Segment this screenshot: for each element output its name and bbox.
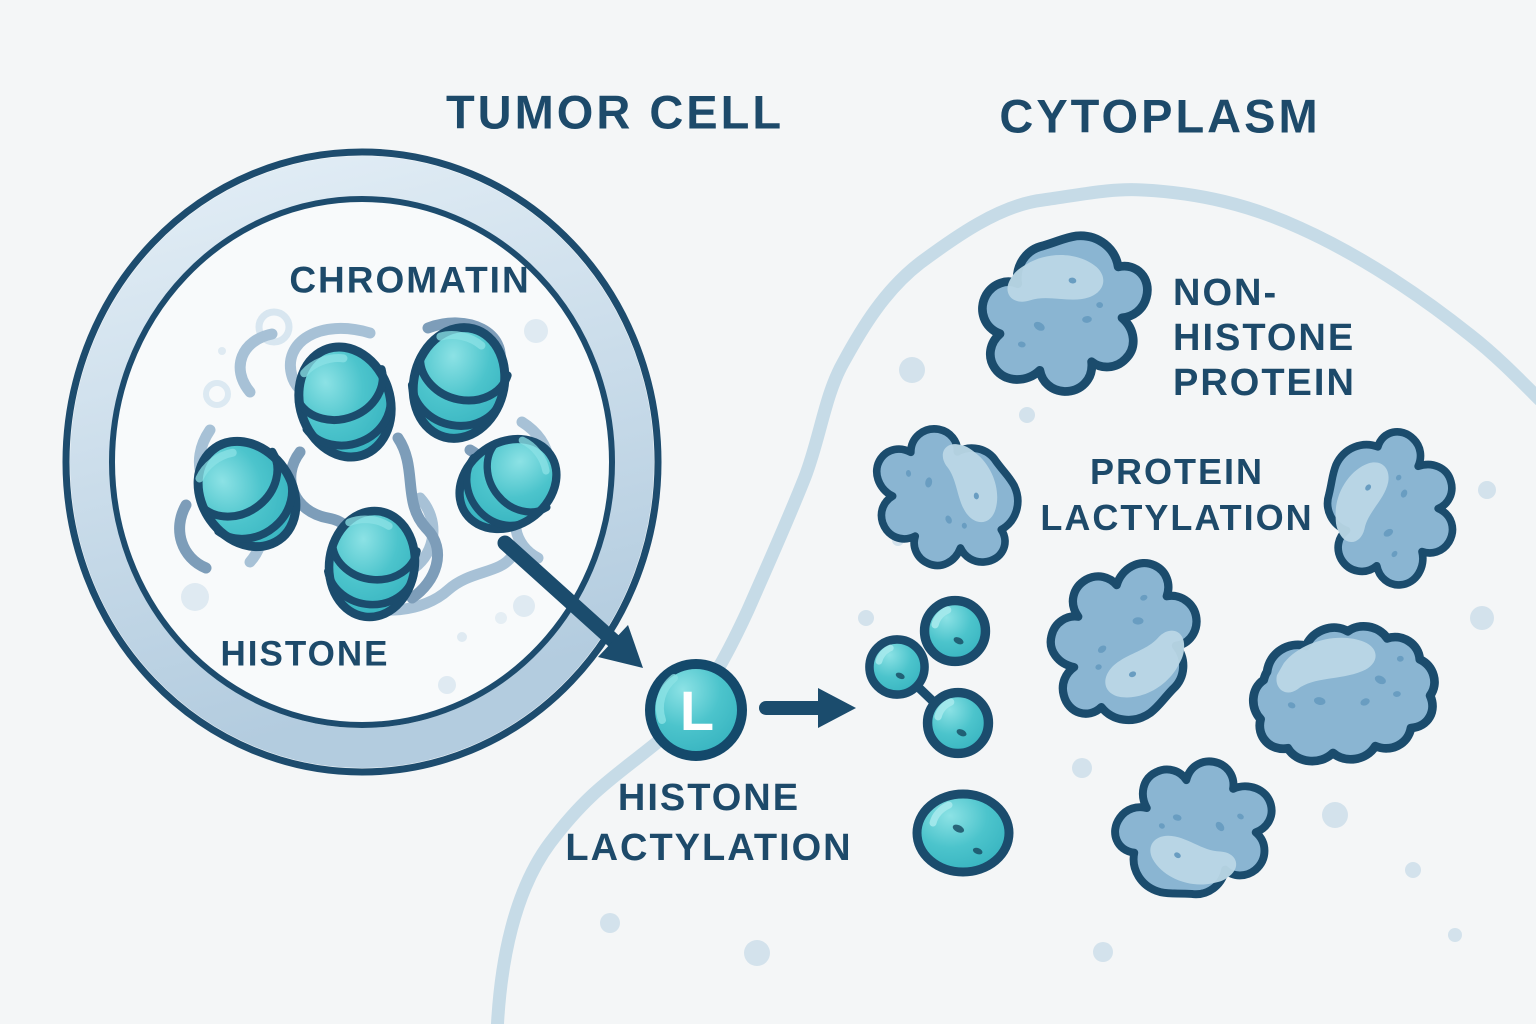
protein-blob <box>1029 548 1222 740</box>
protein-lactylation-label: PROTEIN LACTYLATION <box>1040 449 1313 541</box>
protein-blob <box>868 416 1028 578</box>
cell-membrane-band <box>70 156 654 768</box>
cytoplasm-title: CYTOPLASM <box>999 89 1321 143</box>
background-dots <box>600 357 1496 966</box>
lactate-molecule <box>869 639 924 694</box>
non-histone-protein-label: NON- HISTONE PROTEIN <box>1173 271 1356 406</box>
histone-label: HISTONE <box>220 634 390 674</box>
tumor-cell <box>62 148 662 776</box>
protein-blob <box>1097 734 1294 930</box>
lactyl-badge-letter: L <box>679 679 715 742</box>
protein-blob <box>1249 621 1440 766</box>
lactyl-badge <box>645 659 747 761</box>
lactate-molecule <box>912 789 1014 877</box>
cytoplasm-boundary <box>491 183 1536 1024</box>
arrow-to-proteins-icon <box>759 688 856 728</box>
histone-lactylation-line2: LACTYLATION <box>565 827 853 869</box>
non-histone-protein-line2: HISTONE <box>1173 317 1356 359</box>
histone-lactylation-label: HISTONE LACTYLATION <box>565 773 852 873</box>
protein-blob <box>970 220 1155 402</box>
arrow-to-lactylation-icon <box>497 535 643 668</box>
lactate-molecule <box>928 693 989 754</box>
protein-blob <box>1290 411 1485 607</box>
non-histone-protein-line1: NON- <box>1173 272 1279 314</box>
histone-lactylation-line1: HISTONE <box>617 777 801 819</box>
lactate-molecule <box>925 601 986 662</box>
protein-lactylation-line1: PROTEIN <box>1089 451 1265 492</box>
cell-outer-outline <box>62 148 662 776</box>
tumor-cell-title: TUMOR CELL <box>445 85 785 139</box>
cell-inner-outline <box>109 196 615 728</box>
protein-lactylation-line2: LACTYLATION <box>1040 497 1314 538</box>
chromatin-label: CHROMATIN <box>289 259 531 301</box>
cell-bubbles <box>181 308 548 694</box>
non-histone-protein-line3: PROTEIN <box>1173 362 1356 404</box>
